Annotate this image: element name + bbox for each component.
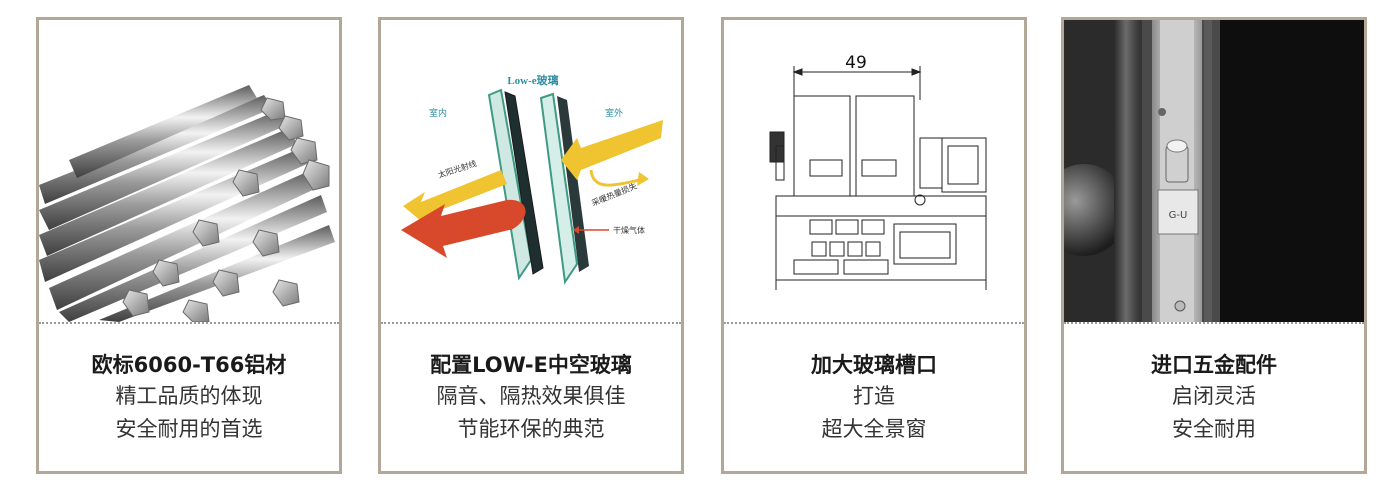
aluminum-bars-image: [39, 20, 339, 322]
card-divider: [39, 322, 339, 324]
card-line-2: 节能环保的典范: [457, 417, 605, 441]
hardware-logo: G-U: [1169, 210, 1188, 221]
card-line-1: 启闭灵活: [1172, 384, 1256, 408]
card-title: 进口五金配件: [1151, 353, 1277, 377]
card-divider: [381, 322, 681, 324]
heat-loss-arrow: [401, 199, 526, 258]
card-text: 欧标6060-T66铝材 精工品质的体现 安全耐用的首选: [39, 350, 339, 446]
card-divider: [1064, 322, 1364, 324]
card-line-1: 精工品质的体现: [115, 384, 263, 408]
diagram-outdoor-label: 室外: [605, 107, 623, 119]
diagram-sunlight-label: 太阳光射线: [437, 158, 478, 180]
card-line-1: 隔音、隔热效果俱佳: [436, 384, 626, 408]
card-title: 加大玻璃槽口: [811, 353, 937, 377]
card-title: 欧标6060-T66铝材: [91, 353, 287, 377]
reflect-arrow: [589, 169, 640, 187]
lowe-glass-diagram: Low-e玻璃 室内 室外 太阳光射线 采暖热量损失 干燥气体: [381, 20, 681, 322]
card-line-1: 打造: [853, 384, 895, 408]
glass-panes: [487, 88, 589, 285]
card-divider: [724, 322, 1024, 324]
dimension-label: 49: [845, 53, 867, 73]
hardware-closeup-image: G-U: [1064, 20, 1364, 322]
card-line-2: 安全耐用的首选: [115, 417, 263, 441]
diagram-dry-gas-label: 干燥气体: [613, 225, 645, 235]
feature-card-lowe-glass: Low-e玻璃 室内 室外 太阳光射线 采暖热量损失 干燥气体: [378, 17, 684, 474]
card-line-2: 安全耐用: [1172, 417, 1256, 441]
profile-lines: [769, 66, 987, 290]
diagram-indoor-label: 室内: [429, 107, 447, 119]
card-text: 进口五金配件 启闭灵活 安全耐用: [1064, 350, 1364, 446]
frame-profile-drawing: 49: [724, 20, 1024, 322]
feature-card-aluminum: 欧标6060-T66铝材 精工品质的体现 安全耐用的首选: [36, 17, 342, 474]
feature-card-glass-slot: 49: [721, 17, 1027, 474]
diagram-heading: Low-e玻璃: [507, 73, 558, 87]
sun-ray-arrow: [561, 120, 663, 180]
card-text: 配置LOW-E中空玻璃 隔音、隔热效果俱佳 节能环保的典范: [381, 350, 681, 446]
card-text: 加大玻璃槽口 打造 超大全景窗: [724, 350, 1024, 446]
feature-card-hardware: G-U 进口五金配件 启闭灵活 安全耐用: [1061, 17, 1367, 474]
card-line-2: 超大全景窗: [821, 417, 927, 441]
card-title: 配置LOW-E中空玻璃: [430, 353, 632, 377]
